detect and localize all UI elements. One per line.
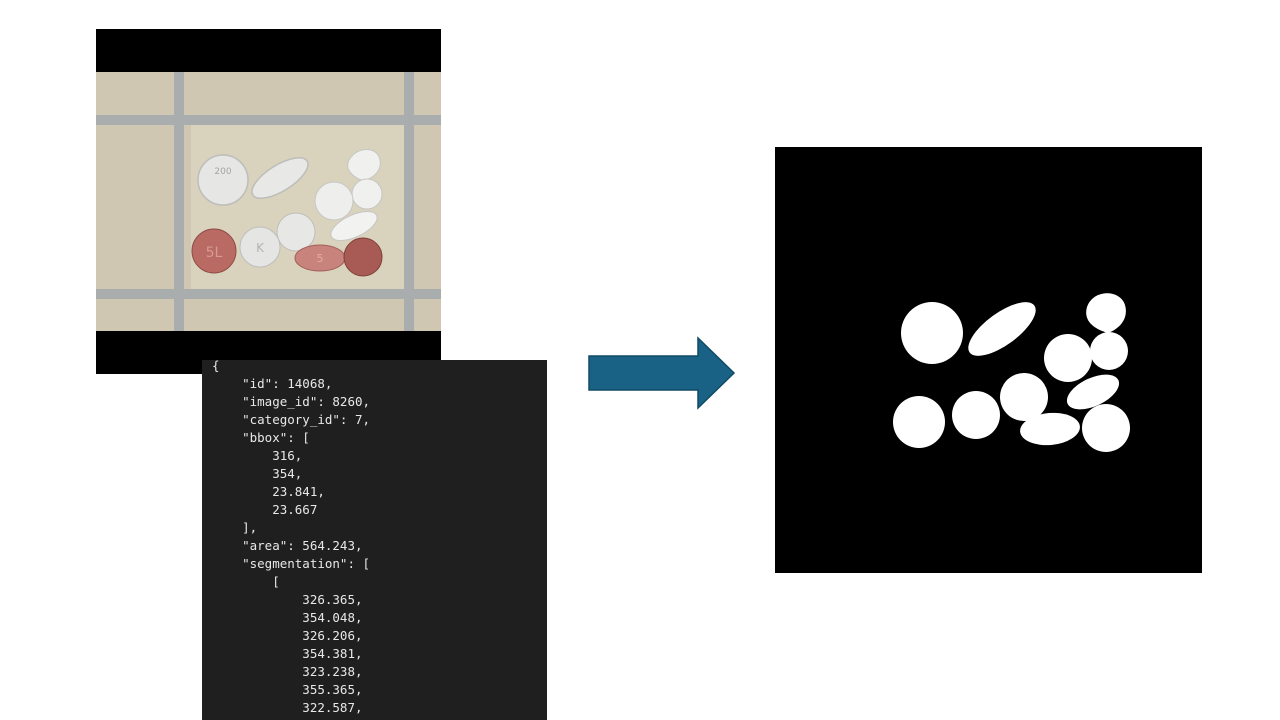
mask-pill-small-round xyxy=(1090,332,1128,370)
tray-rail-horizontal-bottom xyxy=(96,289,441,299)
pill-heart-white xyxy=(347,149,381,182)
pill-imprint: K xyxy=(256,241,265,255)
json-line: 354.048, xyxy=(212,610,363,625)
arrow-shape xyxy=(588,336,736,410)
pill-imprint: 5 xyxy=(317,252,324,265)
arrow-right-icon xyxy=(588,336,736,410)
json-line: 23.841, xyxy=(212,484,325,499)
json-line: 23.667 xyxy=(212,502,318,517)
mask-pill-large-round xyxy=(901,302,963,364)
json-line: 326.206, xyxy=(212,628,363,643)
json-line: ], xyxy=(212,520,258,535)
pill-small-round-white xyxy=(351,178,383,210)
pills: 200 K 5L 5 xyxy=(191,149,383,277)
json-line: "area": 564.243, xyxy=(212,538,363,553)
tray-rail-vertical-left xyxy=(174,72,184,331)
mask-pill-round-left xyxy=(893,396,945,448)
json-line: 323.238, xyxy=(212,664,363,679)
pill-tray-photo: 200 K 5L 5 xyxy=(96,29,441,374)
mask-pill-round-right xyxy=(1082,404,1130,452)
json-line: "bbox": [ xyxy=(212,430,310,445)
tray-grid xyxy=(96,72,441,331)
mask-pill-oblong xyxy=(968,302,1036,356)
pill-large-round-white xyxy=(197,154,249,206)
json-line: 322.587, xyxy=(212,700,363,715)
mask-pill-heart xyxy=(1086,293,1126,333)
json-line: { xyxy=(212,360,220,373)
mask-pill-oval-bottom xyxy=(1020,412,1080,446)
json-line: 355.365, xyxy=(212,682,363,697)
json-line: 354.381, xyxy=(212,646,363,661)
json-annotation-panel: { "id": 14068, "image_id": 8260, "catego… xyxy=(202,360,547,720)
json-line: "category_id": 7, xyxy=(212,412,371,427)
pill-imprint: 5L xyxy=(206,245,223,261)
mask-pill-round xyxy=(1044,334,1092,382)
mask-image xyxy=(893,293,1130,452)
json-line: 326.365, xyxy=(212,592,363,607)
json-line: [ xyxy=(212,574,280,589)
pill-imprint: 200 xyxy=(214,167,231,177)
json-line: 316, xyxy=(212,448,303,463)
tray-rail-horizontal-top xyxy=(96,115,441,125)
pill-round-red xyxy=(191,228,237,274)
mask-pill-round-k xyxy=(952,391,1000,439)
pill-round-white xyxy=(314,181,354,221)
mask-pill-round-scored xyxy=(1000,373,1048,421)
pill-oval-white xyxy=(330,210,378,242)
json-line: 354, xyxy=(212,466,303,481)
mask-shapes xyxy=(893,293,1130,452)
pill-round-white-k xyxy=(239,226,281,268)
segmentation-mask xyxy=(775,147,1202,573)
mask-pill-oval xyxy=(1066,374,1120,410)
json-line: "image_id": 8260, xyxy=(212,394,371,409)
pill-oblong-white xyxy=(251,157,309,199)
pill-round-white-scored xyxy=(276,212,316,252)
tray-rail-vertical-right xyxy=(404,72,414,331)
pill-round-dark-red xyxy=(343,237,383,277)
json-line: "id": 14068, xyxy=(212,376,333,391)
json-line: "segmentation": [ xyxy=(212,556,371,571)
pill-tray-image: 200 K 5L 5 xyxy=(96,72,441,331)
